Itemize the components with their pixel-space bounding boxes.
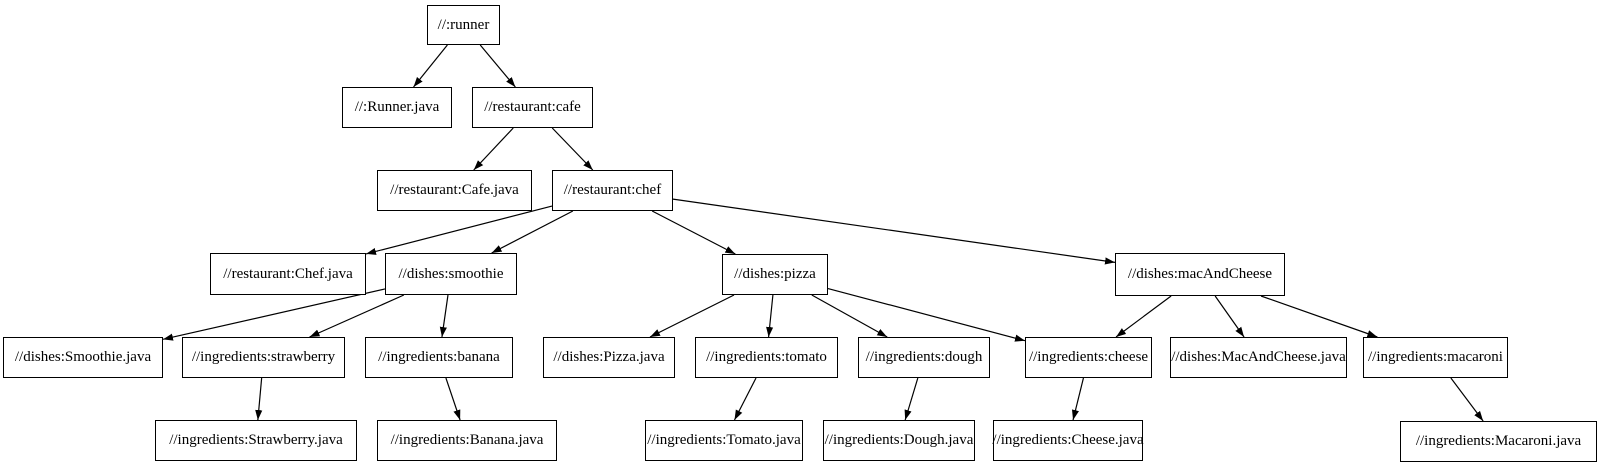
graph-node-tomato-java: //ingredients:Tomato.java: [645, 420, 803, 461]
graph-edge-dough-to-dough-java: [904, 377, 919, 421]
graph-edge-cheese-to-cheese-java: [1071, 377, 1085, 421]
graph-edge-chef-to-macandcheese: [672, 198, 1116, 265]
graph-node-chef: //restaurant:chef: [552, 170, 673, 211]
graph-node-cafe-java: //restaurant:Cafe.java: [377, 170, 532, 211]
graph-node-cheese-java: //ingredients:Cheese.java: [992, 420, 1144, 461]
graph-node-dough-java: //ingredients:Dough.java: [823, 420, 975, 461]
graph-node-cafe: //restaurant:cafe: [472, 87, 593, 128]
graph-node-smoothie: //dishes:smoothie: [385, 253, 517, 295]
graph-node-pizza: //dishes:pizza: [722, 254, 828, 295]
graph-edge-pizza-to-dough: [811, 294, 888, 338]
graph-node-macandcheese-java: //dishes:MacAndCheese.java: [1170, 337, 1347, 378]
graph-edge-smoothie-to-smoothie-java: [162, 288, 386, 341]
graph-node-strawberry-java: //ingredients:Strawberry.java: [155, 420, 357, 461]
graph-edge-tomato-to-tomato-java: [733, 377, 757, 421]
graph-node-banana-java: //ingredients:Banana.java: [377, 420, 557, 461]
graph-node-macaroni-java: //ingredients:Macaroni.java: [1400, 421, 1597, 462]
graph-edge-smoothie-to-banana: [439, 294, 449, 338]
graph-edge-runner-to-cafe: [479, 44, 516, 88]
graph-node-macaroni: //ingredients:macaroni: [1363, 337, 1508, 378]
graph-node-runner: //:runner: [427, 5, 500, 45]
graph-edge-macaroni-to-macaroni-java: [1450, 377, 1484, 422]
graph-node-chef-java: //restaurant:Chef.java: [210, 253, 366, 295]
graph-node-banana: //ingredients:banana: [365, 337, 513, 378]
graph-edge-banana-to-banana-java: [445, 377, 461, 421]
graph-edge-macandcheese-to-cheese: [1115, 295, 1172, 338]
graph-node-tomato: //ingredients:tomato: [695, 337, 838, 378]
graph-edge-macandcheese-to-macandcheese-java: [1214, 295, 1245, 338]
graph-node-cheese: //ingredients:cheese: [1025, 337, 1152, 378]
graph-node-macandcheese: //dishes:macAndCheese: [1115, 253, 1285, 296]
graph-edge-pizza-to-pizza-java: [649, 294, 735, 338]
graph-node-dough: //ingredients:dough: [858, 337, 990, 378]
graph-edge-runner-to-runner-java: [413, 44, 448, 88]
graph-edge-chef-to-chef-java: [365, 205, 553, 255]
graph-edge-smoothie-to-strawberry: [309, 294, 405, 338]
graph-edge-chef-to-smoothie: [491, 210, 574, 254]
graph-edge-macandcheese-to-macaroni: [1260, 295, 1378, 338]
graph-edge-pizza-to-tomato: [766, 294, 774, 338]
graph-edge-pizza-to-cheese: [827, 287, 1026, 342]
graph-edge-cafe-to-chef: [551, 127, 594, 171]
graph-edge-chef-to-pizza: [651, 210, 736, 255]
graph-node-strawberry: //ingredients:strawberry: [182, 337, 345, 378]
graph-edge-cafe-to-cafe-java: [473, 127, 514, 171]
graph-node-runner-java: //:Runner.java: [342, 87, 452, 128]
graph-node-smoothie-java: //dishes:Smoothie.java: [3, 337, 163, 378]
graph-edge-strawberry-to-strawberry-java: [255, 377, 263, 421]
graph-node-pizza-java: //dishes:Pizza.java: [543, 337, 675, 378]
